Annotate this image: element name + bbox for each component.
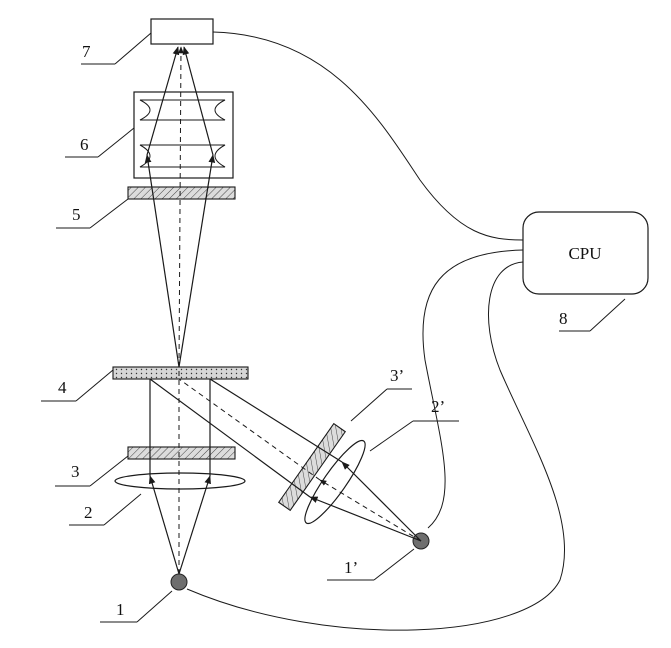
svg-text:6: 6 [80, 135, 89, 154]
svg-text:3: 3 [71, 462, 80, 481]
label-2-prime: 2’ [369, 397, 459, 452]
rays-secondary [149, 378, 422, 542]
svg-text:2’: 2’ [431, 397, 445, 416]
label-8: 8 [559, 298, 626, 332]
label-2: 2 [69, 493, 142, 526]
svg-text:8: 8 [559, 309, 568, 328]
label-3-prime: 3’ [350, 366, 412, 422]
cpu-label: CPU [568, 244, 601, 263]
label-1-prime: 1’ [327, 548, 415, 581]
svg-text:4: 4 [58, 378, 67, 397]
detector-7 [150, 18, 214, 45]
label-6: 6 [65, 127, 135, 158]
cpu-unit-8: CPU [522, 211, 649, 295]
svg-text:7: 7 [82, 42, 91, 61]
filter-plate-5 [127, 186, 236, 200]
svg-text:3’: 3’ [390, 366, 404, 385]
label-7: 7 [81, 32, 152, 65]
label-1: 1 [100, 590, 173, 623]
cables [186, 31, 565, 631]
label-3: 3 [55, 455, 129, 487]
lens-2-prime [304, 439, 366, 525]
light-source-1 [170, 573, 188, 591]
svg-text:1’: 1’ [344, 558, 358, 577]
label-4: 4 [41, 369, 114, 402]
svg-text:2: 2 [84, 503, 93, 522]
label-5: 5 [56, 198, 129, 229]
filter-plate-3-prime [277, 422, 347, 512]
lens-assembly-6 [133, 91, 234, 179]
svg-text:5: 5 [72, 205, 81, 224]
svg-text:1: 1 [116, 600, 125, 619]
filter-plate-3 [127, 446, 236, 460]
beam-splitter-4 [112, 366, 249, 380]
rays-primary [144, 46, 216, 575]
lens-2 [114, 472, 246, 490]
